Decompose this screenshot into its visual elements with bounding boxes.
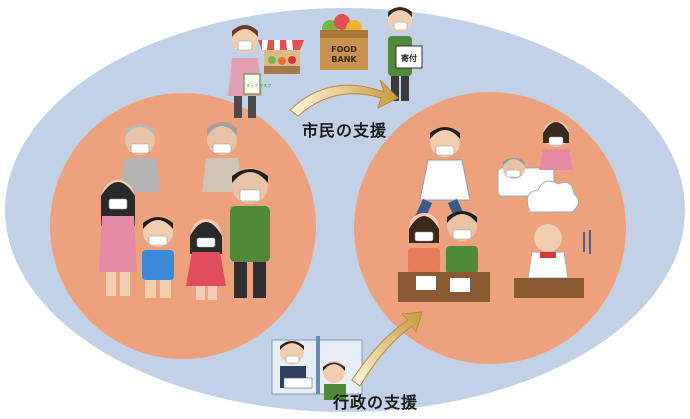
community-circle <box>50 93 316 359</box>
food-bank-label-line2: BANK <box>331 55 357 64</box>
family-group-icon <box>99 122 270 300</box>
government-support-label: 行政の支援 <box>333 393 419 412</box>
shopper-icon: ネイブ マスク <box>228 25 271 118</box>
government-support-arrow <box>351 311 423 387</box>
citizen-support-arrow <box>289 79 399 117</box>
food-bank-label-line1: FOOD <box>331 45 357 54</box>
nurse-icon <box>539 121 573 170</box>
food-bank-box-icon: FOOD BANK <box>320 14 368 70</box>
donor-icon: 寄付 <box>388 7 423 101</box>
shopping-bag-text: ネイブ マスク <box>246 82 271 88</box>
citizen-support-label: 市民の支援 <box>302 121 388 140</box>
donation-text: 寄付 <box>401 53 417 63</box>
consultation-icon <box>398 211 490 302</box>
affected-circle <box>354 92 626 364</box>
market-stall-icon <box>258 40 304 74</box>
worried-chef-icon <box>514 180 591 298</box>
